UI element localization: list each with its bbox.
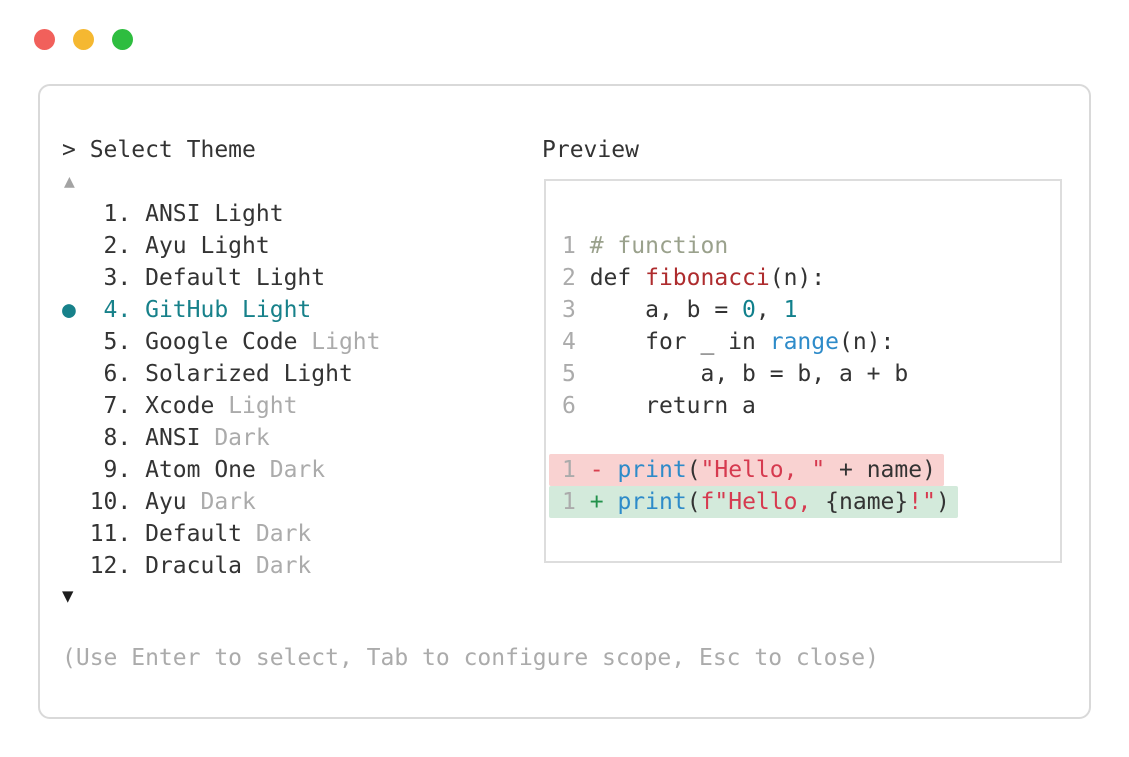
code-line: 3 a, b = 0, 1 [562,297,798,323]
theme-option[interactable]: 5. Google Code Light [89,329,381,355]
code-line: 6 return a [562,393,756,419]
scroll-up-indicator: ▲ [64,171,75,192]
theme-option[interactable]: 2. Ayu Light [89,233,270,259]
theme-option[interactable]: 11. Default Dark [89,521,312,547]
select-theme-title: > Select Theme [62,137,256,163]
traffic-light-minimize[interactable] [73,29,94,50]
theme-option[interactable]: 8. ANSI Dark [89,425,270,451]
scroll-down-indicator: ▼ [62,585,74,607]
diff-line-added: 1 + print(f"Hello, {name}!") [546,486,1060,518]
traffic-light-close[interactable] [34,29,55,50]
code-line: 4 for _ in range(n): [562,329,895,355]
code-line: 1 # function [562,233,729,259]
theme-option[interactable]: 10. Ayu Dark [89,489,256,515]
theme-option[interactable]: 3. Default Light [89,265,326,291]
traffic-light-maximize[interactable] [112,29,133,50]
preview-pane: 1 # function 2 def fibonacci(n): 3 a, b = … [544,179,1062,563]
theme-list: 1. ANSI Light 2. Ayu Light 3. Default Li… [62,198,381,582]
theme-option[interactable]: 7. Xcode Light [89,393,298,419]
preview-code: 1 # function 2 def fibonacci(n): 3 a, b = … [546,230,1060,518]
code-blank-line [546,422,1060,454]
preview-label: Preview [542,137,639,163]
theme-picker-window: > Select Theme Preview ▲ 1. ANSI Light 2… [38,84,1091,719]
diff-line-removed: 1 - print("Hello, " + name) [546,454,1060,486]
theme-option[interactable]: ● 4. GitHub Light [62,297,312,323]
theme-option[interactable]: 12. Dracula Dark [89,553,312,579]
window-controls [34,29,133,50]
code-line: 5 a, b = b, a + b [562,361,909,387]
code-line: 2 def fibonacci(n): [562,265,826,291]
theme-option[interactable]: 6. Solarized Light [89,361,353,387]
theme-option[interactable]: 9. Atom One Dark [89,457,326,483]
help-text: (Use Enter to select, Tab to configure s… [62,645,879,671]
theme-option[interactable]: 1. ANSI Light [89,201,284,227]
